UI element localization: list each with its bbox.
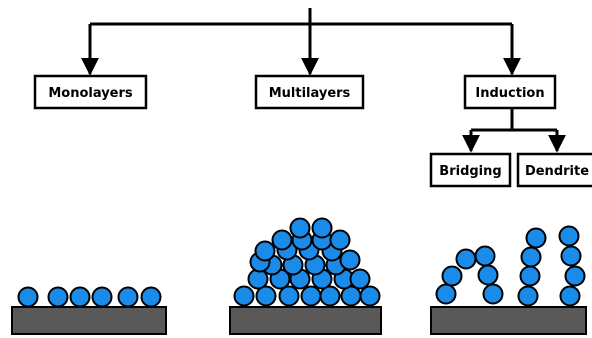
multilayer-particle	[300, 285, 322, 307]
bridging-particle	[455, 248, 477, 270]
particles	[17, 217, 586, 308]
bridging-particle	[477, 264, 499, 286]
substrate-multilayer	[229, 306, 382, 335]
monolayer-particle	[91, 286, 113, 308]
multilayer-particle	[359, 285, 381, 307]
multilayer-particle	[319, 285, 341, 307]
bridging-particle	[435, 283, 457, 305]
box-monolayers: Monolayers	[33, 74, 148, 110]
monolayer-particle	[17, 286, 39, 308]
substrate-monolayer	[11, 306, 167, 335]
multilayer-particle	[339, 249, 361, 271]
box-induction: Induction	[463, 74, 557, 110]
monolayer-particle	[140, 286, 162, 308]
monolayer-particle	[69, 286, 91, 308]
monolayer-particle	[117, 286, 139, 308]
multilayer-particle	[255, 285, 277, 307]
label-monolayers: Monolayers	[48, 86, 133, 101]
multilayer-particle	[311, 217, 333, 239]
label-bridging: Bridging	[439, 164, 501, 179]
dendrite-particle	[564, 265, 586, 287]
label-induction: Induction	[475, 86, 544, 101]
tree-connectors	[81, 8, 566, 153]
dendrite-particle	[560, 245, 582, 267]
label-dendrite: Dendrite	[525, 164, 589, 179]
dendrite-particle	[558, 225, 580, 247]
substrate-induction	[430, 306, 587, 335]
box-bridging: Bridging	[429, 152, 512, 188]
dendrite-particle	[525, 227, 547, 249]
box-multilayers: Multilayers	[254, 74, 365, 110]
box-dendrite: Dendrite	[516, 152, 592, 188]
label-multilayers: Multilayers	[269, 86, 351, 101]
dendrite-particle	[517, 285, 539, 307]
bridging-particle	[441, 265, 463, 287]
dendrite-particle	[559, 285, 581, 307]
substrates	[11, 306, 587, 335]
multilayer-particle	[254, 240, 276, 262]
bridging-particle	[474, 245, 496, 267]
multilayer-particle	[289, 217, 311, 239]
monolayer-particle	[47, 286, 69, 308]
dendrite-particle	[520, 246, 542, 268]
multilayer-particle	[278, 285, 300, 307]
multilayer-particle	[349, 268, 371, 290]
bridging-particle	[482, 283, 504, 305]
multilayer-particle	[271, 229, 293, 251]
multilayer-particle	[233, 285, 255, 307]
multilayer-particle	[329, 229, 351, 251]
dendrite-particle	[519, 265, 541, 287]
